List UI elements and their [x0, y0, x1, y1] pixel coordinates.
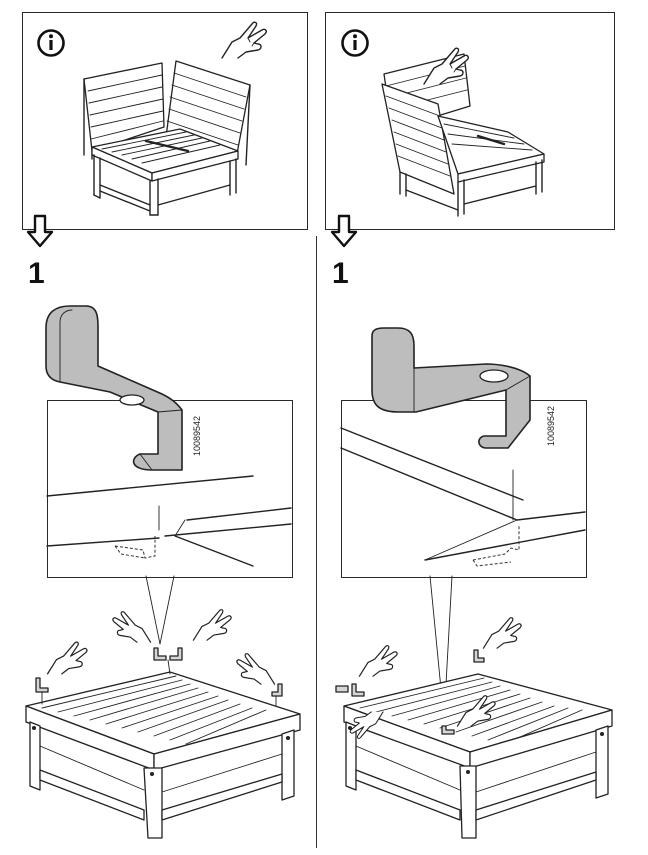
- bracket-right: [371, 327, 531, 449]
- step-number-right: 1: [332, 257, 349, 290]
- step-number-left: 1: [28, 257, 45, 290]
- info-icon: [341, 29, 369, 57]
- small-brackets-right: [335, 649, 485, 735]
- part-number-label: 10089542: [192, 415, 202, 456]
- zoom-detail-right: [340, 427, 586, 567]
- info-panel-right: [325, 12, 615, 230]
- pointing-hand-icon: [456, 695, 496, 727]
- chair-frame-illustration-left: [25, 671, 301, 839]
- panel-divider: [316, 236, 317, 848]
- chair-illustration-right: [381, 53, 545, 217]
- pointing-hand-icon: [236, 653, 276, 685]
- pointing-hand-icon: [112, 611, 152, 643]
- pointing-hand-icon: [46, 641, 88, 675]
- pointing-hand-icon: [482, 617, 522, 649]
- small-brackets-left: [35, 647, 283, 707]
- pointing-hand-icon: [221, 21, 267, 59]
- pointing-hand-icon: [423, 47, 469, 85]
- chair-illustration-left: [83, 60, 251, 216]
- callout-lines-left: [145, 575, 175, 645]
- part-number-label: 10089542: [546, 405, 556, 446]
- pointing-hand-icon: [192, 609, 232, 641]
- zoom-detail-left: [46, 475, 292, 567]
- pointing-hand-icon: [349, 711, 384, 739]
- detail-zoom-box-right: [341, 400, 587, 578]
- pointing-hand-icon: [358, 645, 398, 677]
- bracket-left: [45, 305, 183, 471]
- info-icon: [37, 29, 65, 57]
